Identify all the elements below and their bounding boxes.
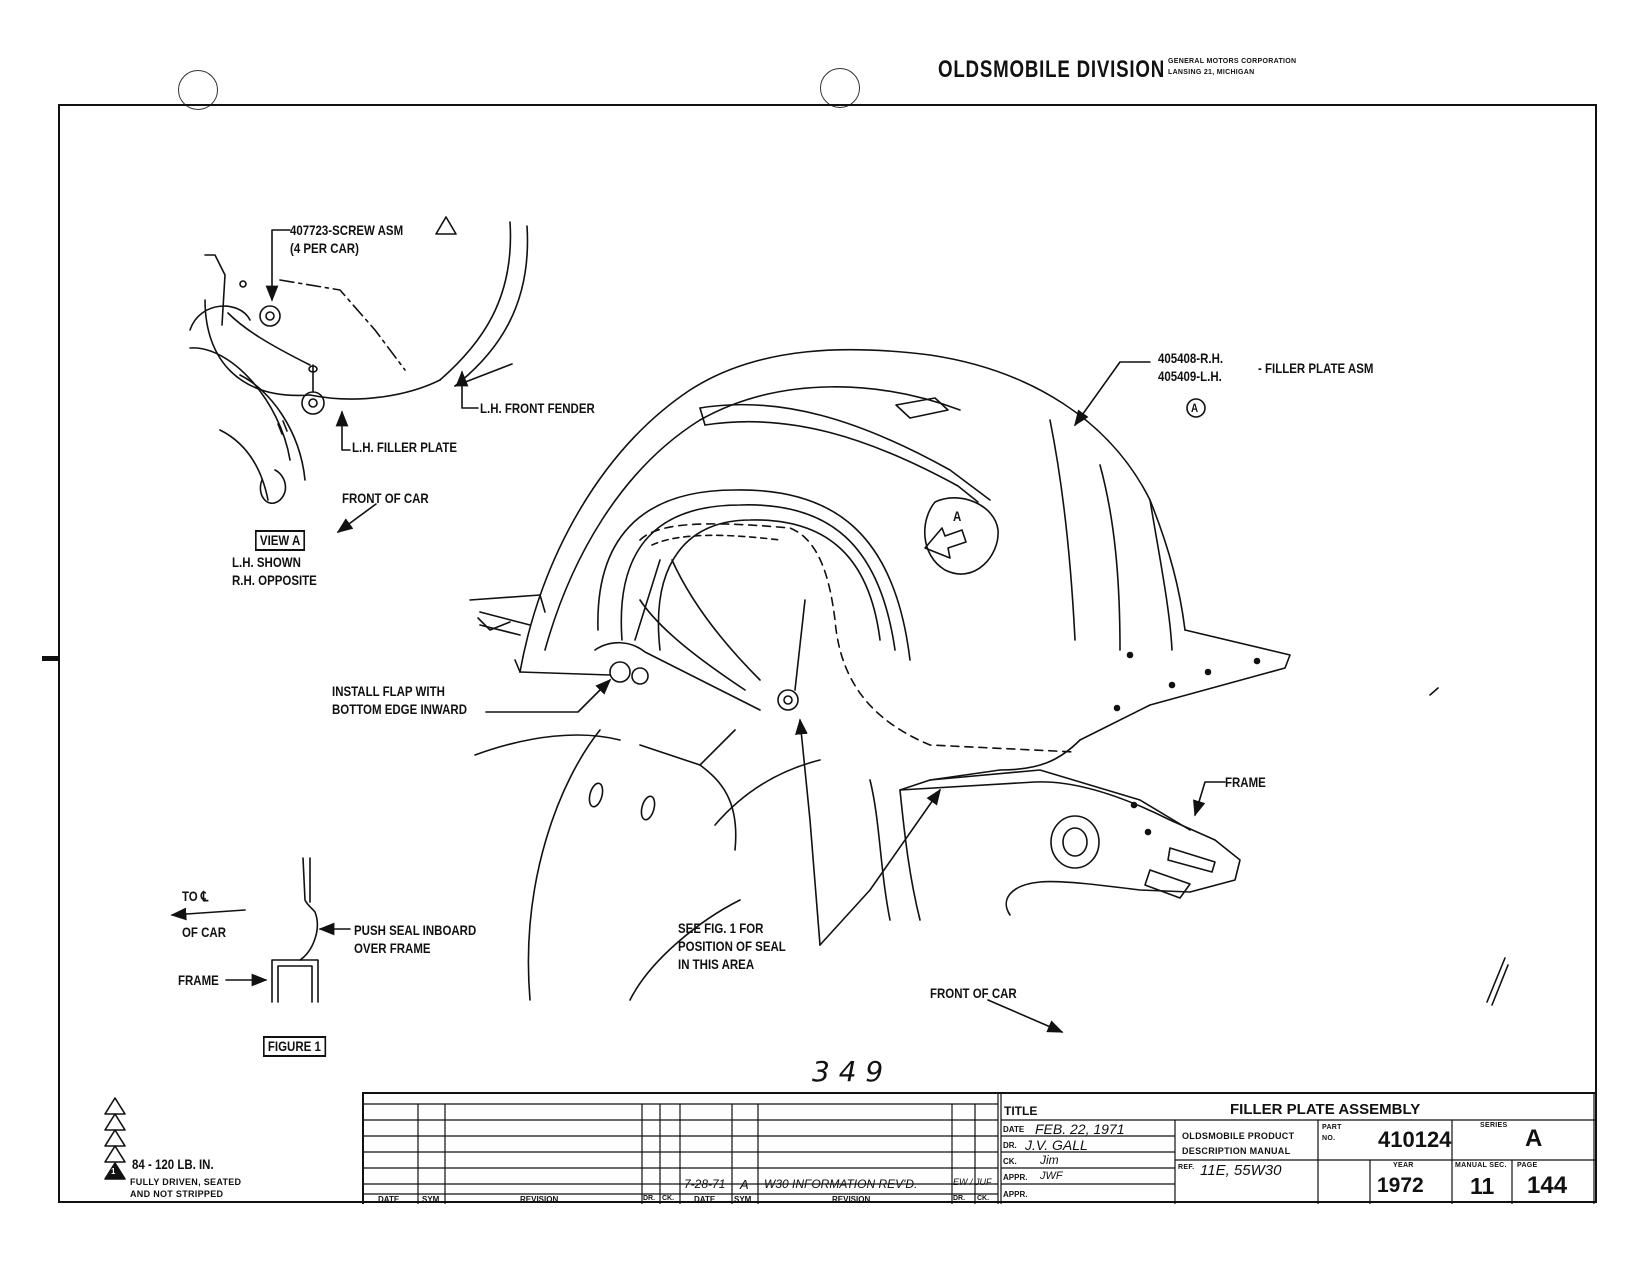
driven-note-2: AND NOT STRIPPED <box>130 1189 224 1199</box>
filler-plate-label: L.H. FILLER PLATE <box>352 439 458 455</box>
view-a-marker-letter: A <box>953 508 962 524</box>
push-seal-label: PUSH SEAL INBOARD <box>354 922 477 938</box>
frame-label: FRAME <box>1225 774 1266 790</box>
push-seal-label-2: OVER FRAME <box>354 940 431 956</box>
filler-plate-drawing <box>469 348 1509 1033</box>
main-front-of-car: FRONT OF CAR <box>930 985 1017 1001</box>
driven-note: FULLY DRIVEN, SEATED <box>130 1177 242 1187</box>
header-division: OLDSMOBILE DIVISION <box>938 56 1165 83</box>
rev-entry-date: 7-28-71 <box>684 1177 726 1191</box>
ref-value: 11E, 55W30 <box>1200 1162 1282 1179</box>
rev-col-ck-2: CK. <box>977 1195 990 1202</box>
view-a-opposite: R.H. OPPOSITE <box>232 572 317 588</box>
ref-label: REF. <box>1178 1164 1195 1171</box>
part-no-label: PART <box>1322 1124 1342 1131</box>
manual-sec-label: MANUAL SEC. <box>1455 1162 1507 1169</box>
border-tick-left <box>42 656 60 661</box>
part-callout-letter: A <box>1191 401 1199 415</box>
filler-plate-asm-label: - FILLER PLATE ASM <box>1258 360 1374 376</box>
date-value: FEB. 22, 1971 <box>1035 1121 1125 1137</box>
page-value: 144 <box>1527 1172 1568 1199</box>
rev-col-dr-2: DR. <box>953 1195 966 1202</box>
header-corp-line2: LANSING 21, MICHIGAN <box>1168 69 1255 76</box>
install-flap-label-2: BOTTOM EDGE INWARD <box>332 701 468 717</box>
rev-col-date: DATE <box>378 1195 400 1204</box>
rev-col-sym-2: SYM <box>734 1195 752 1204</box>
header-corp-line1: GENERAL MOTORS CORPORATION <box>1168 58 1297 65</box>
appr-value: JWF <box>1040 1170 1063 1182</box>
part-number-lh: 405409-L.H. <box>1158 368 1222 384</box>
rev-col-revision-2: REVISION <box>832 1195 871 1204</box>
title-block <box>362 1092 1595 1204</box>
manual-line-1: OLDSMOBILE PRODUCT <box>1182 1131 1295 1141</box>
view-a-shown: L.H. SHOWN <box>232 554 301 570</box>
rev-col-revision: REVISION <box>520 1195 559 1204</box>
manual-line-2: DESCRIPTION MANUAL <box>1182 1146 1291 1156</box>
part-number: 410124 <box>1378 1127 1452 1152</box>
rev-entry-initials: EW / JUF <box>953 1177 992 1187</box>
view-a-title: VIEW A <box>255 530 306 551</box>
series-value: A <box>1525 1125 1543 1152</box>
figure1-frame-label: FRAME <box>178 972 219 988</box>
rev-entry-sym: A <box>740 1177 749 1192</box>
of-car-label: OF CAR <box>182 924 227 940</box>
dr-value: J.V. GALL <box>1025 1137 1088 1153</box>
appr-label: APPR. <box>1003 1173 1028 1182</box>
appr2-label: APPR. <box>1003 1190 1028 1199</box>
part-no-label-2: NO. <box>1322 1135 1336 1142</box>
install-flap-label: INSTALL FLAP WITH <box>332 683 445 699</box>
figure1-title: FIGURE 1 <box>263 1036 326 1057</box>
rev-col-sym: SYM <box>422 1195 440 1204</box>
screw-label: 407723-SCREW ASM <box>290 222 404 238</box>
torque-marker-number: 1 <box>111 1167 116 1176</box>
series-label: SERIES <box>1480 1122 1508 1129</box>
ck-label: CK. <box>1003 1157 1017 1166</box>
rev-col-date-2: DATE <box>694 1195 716 1204</box>
figure1-drawing <box>170 857 351 1003</box>
see-fig-label-2: POSITION OF SEAL <box>678 938 786 954</box>
year-value: 1972 <box>1377 1174 1424 1197</box>
rev-entry-revision: W30 INFORMATION REV'D. <box>764 1177 918 1191</box>
handwritten-page-number: 3 4 9 <box>812 1055 884 1088</box>
manual-sec-value: 11 <box>1470 1173 1495 1199</box>
part-number-rh: 405408-R.H. <box>1158 350 1224 366</box>
view-a-drawing <box>189 216 529 533</box>
torque-note: 84 - 120 LB. IN. <box>132 1156 214 1172</box>
view-a-front-of-car: FRONT OF CAR <box>342 490 429 506</box>
year-label: YEAR <box>1393 1162 1414 1169</box>
to-centerline-label: TO ℄ <box>182 888 209 904</box>
see-fig-label: SEE FIG. 1 FOR <box>678 920 764 936</box>
ck-value: Jim <box>1040 1153 1059 1167</box>
front-fender-label: L.H. FRONT FENDER <box>480 400 595 416</box>
date-label: DATE <box>1003 1125 1025 1134</box>
rev-col-ck: CK. <box>662 1195 675 1202</box>
punch-hole-center <box>820 68 860 108</box>
drawing-border <box>58 104 1597 1203</box>
title-value: FILLER PLATE ASSEMBLY <box>1230 1101 1421 1118</box>
screw-quantity-label: (4 PER CAR) <box>290 240 359 256</box>
punch-hole-left <box>178 70 218 110</box>
torque-triangles <box>104 1097 126 1180</box>
rev-col-dr: DR. <box>643 1195 656 1202</box>
see-fig-label-3: IN THIS AREA <box>678 956 755 972</box>
title-label: TITLE <box>1004 1104 1038 1118</box>
dr-label: DR. <box>1003 1141 1017 1150</box>
page-label: PAGE <box>1517 1162 1538 1169</box>
